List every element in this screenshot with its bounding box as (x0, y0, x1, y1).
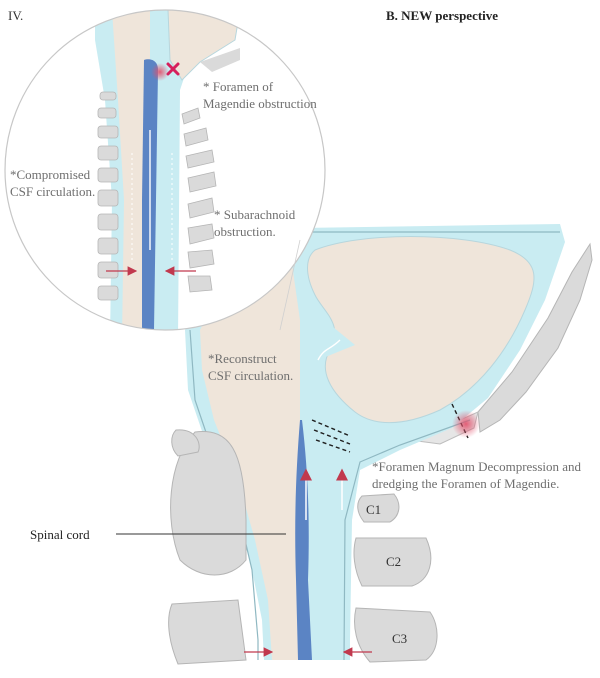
inset-border (4, 9, 326, 331)
annotation-foramen-magendie-obstruction: * Foramen of Magendie obstruction (203, 78, 317, 112)
vertebra-label-c2: C2 (386, 554, 402, 569)
brainstem (200, 250, 302, 660)
vertebra-label-c1: C1 (366, 502, 382, 517)
annotation-line: Magendie obstruction (203, 96, 317, 111)
vertebra-label-c3: C3 (392, 631, 408, 646)
annotation-decompression: *Foramen Magnum Decompression and dredgi… (372, 458, 581, 492)
annotation-line: *Reconstruct (208, 351, 277, 366)
annotation-line: *Compromised (10, 167, 91, 182)
vertebra-c1 (357, 493, 400, 523)
fourth-ventricle (300, 300, 355, 420)
annotation-line: obstruction. (214, 224, 276, 239)
inset-connector (279, 239, 301, 331)
spinal-cord-main (295, 420, 312, 660)
annotation-subarachnoid-obstruction: * Subarachnoid obstruction. (214, 206, 295, 240)
annotation-line: CSF circulation. (10, 184, 96, 199)
annotation-line: *Foramen Magnum Decompression and (372, 459, 582, 474)
diagram-title: B. NEW perspective (386, 8, 499, 23)
vertebra-body-lower (168, 599, 247, 665)
annotation-line: dredging the Foramen of Magendie. (372, 476, 560, 491)
decompression-glow (452, 410, 480, 438)
cerebellum (307, 236, 535, 424)
annotation-line: * Foramen of (203, 79, 274, 94)
vertebra-anterior-top (171, 429, 200, 457)
vertebra-c2 (353, 537, 432, 587)
annotation-reconstruct-csf: *Reconstruct CSF circulation. (208, 350, 293, 384)
annotation-line: CSF circulation. (208, 368, 294, 383)
fourth-ventricle-flow (317, 339, 341, 361)
vertebra-c3 (354, 607, 438, 663)
panel-label: IV. (8, 8, 24, 23)
annotation-line: * Subarachnoid (214, 207, 296, 222)
inset-magnified (5, 10, 325, 330)
spinal-cord-label: Spinal cord (30, 527, 90, 542)
dura-line (300, 231, 560, 661)
annotation-compromised-csf: *Compromised CSF circulation. (10, 166, 95, 200)
vertebra-odontoid (170, 431, 247, 576)
csf-flow-arrows (300, 468, 348, 520)
occipital-bone (477, 242, 593, 433)
